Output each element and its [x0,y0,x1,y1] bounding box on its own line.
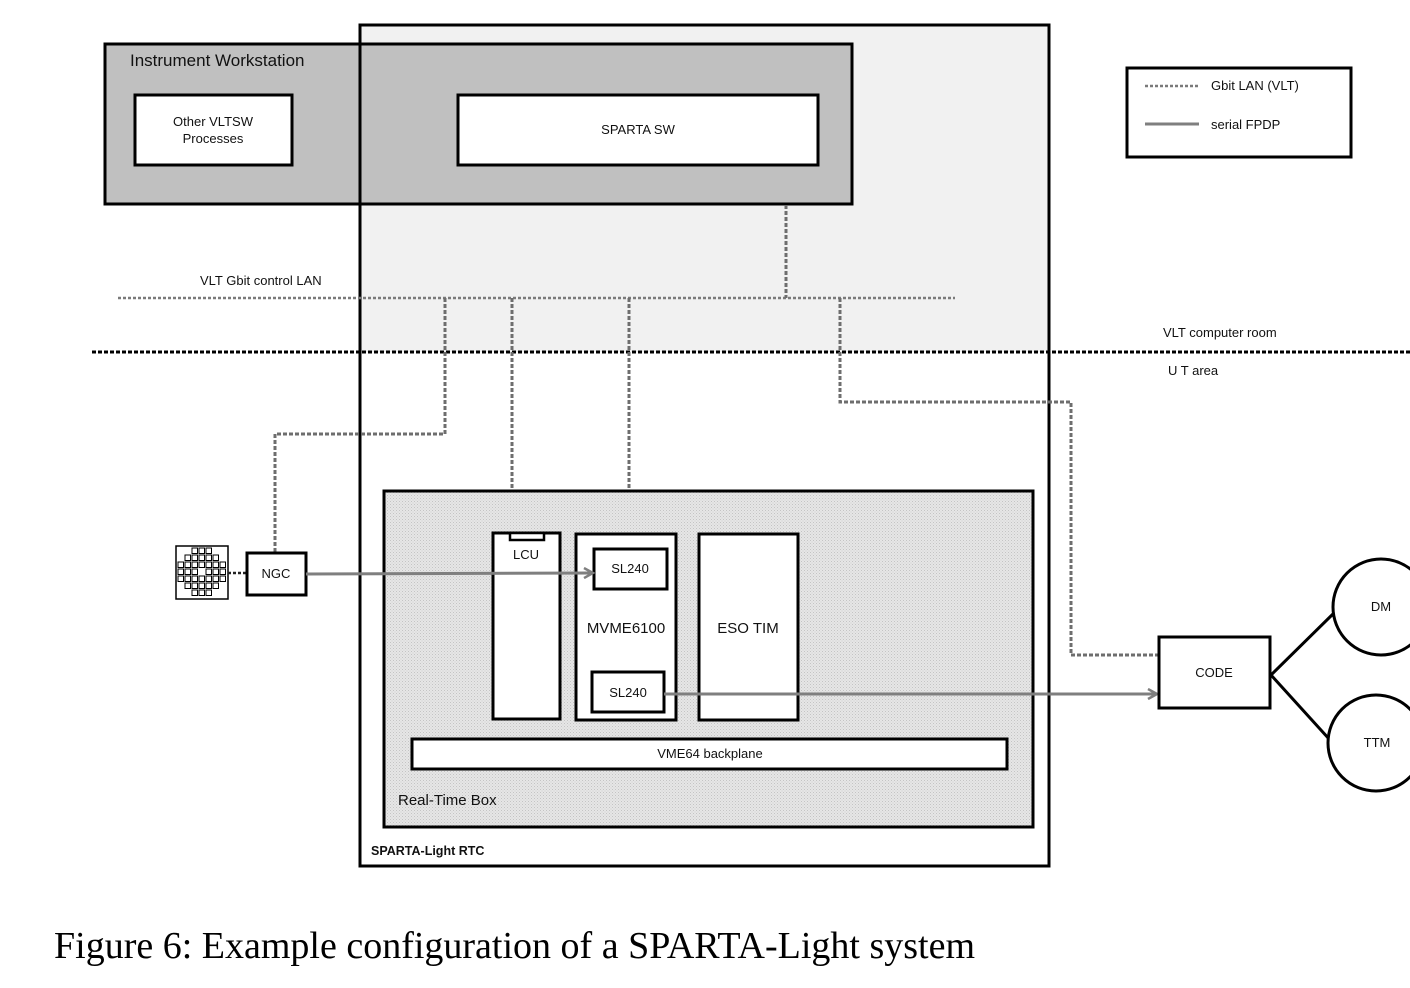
detector-pixel [205,582,212,589]
detector-pixel [184,554,191,561]
lan-link-ngc [273,298,447,552]
dm-label: DM [1371,599,1391,614]
detector-pixel [191,547,198,554]
detector-pixel [198,582,205,589]
dm-circle: DM [1331,557,1410,657]
code-dm-link [1269,610,1337,677]
detector-pixel [212,561,219,568]
other-processes-line2: Processes [183,131,244,146]
legend: Gbit LAN (VLT) serial FPDP [1125,66,1353,159]
control-lan-label: VLT Gbit control LAN [200,273,322,288]
detector-pixel [184,575,191,582]
detector-pixel [184,561,191,568]
vme64-backplane: VME64 backplane [410,737,1009,771]
legend-label-serial-fpdp: serial FPDP [1211,117,1280,132]
computer-room-label: VLT computer room [1163,325,1277,340]
eso-tim-label: ESO TIM [717,620,778,637]
detector-pixel [205,561,212,568]
detector-pixel [212,582,219,589]
detector-pixel [219,568,226,575]
backplane-label: VME64 backplane [657,746,763,761]
detector-pixel [205,547,212,554]
detector-pixel [212,554,219,561]
lan-link-code [838,298,1158,657]
detector-pixel [184,568,191,575]
fpdp-link-ngc-sl240 [305,573,593,574]
sparta-sw-box [456,93,820,167]
detector-pixel [205,554,212,561]
detector-pixel [198,561,205,568]
real-time-box-label: Real-Time Box [398,792,497,809]
detector-pixel [205,575,212,582]
detector-pixel [198,547,205,554]
sparta-sw-label: SPARTA SW [601,122,675,137]
detector-pixel [191,568,198,575]
detector-pixel [191,582,198,589]
ngc-box: NGC [245,551,308,597]
detector-pixel [212,568,219,575]
detector-pixel [205,568,212,575]
detector-pixel [198,589,205,596]
code-box: CODE [1157,635,1272,710]
other-processes-line1: Other VLTSW [173,114,254,129]
ut-area-label: U T area [1168,363,1219,378]
ngc-label: NGC [262,566,291,581]
lcu-label: LCU [513,547,539,562]
legend-label-gbit-lan: Gbit LAN (VLT) [1211,78,1299,93]
ttm-label: TTM [1364,735,1391,750]
detector-pixel [191,575,198,582]
detector-pixel [191,561,198,568]
mvme6100-label: MVME6100 [587,620,665,637]
figure-caption: Figure 6: Example configuration of a SPA… [54,925,975,967]
detector-pixel [198,575,205,582]
detector-pixel [184,582,191,589]
detector-pixel [212,575,219,582]
detector-pixel [198,554,205,561]
eso-tim-board: ESO TIM [697,532,800,722]
detector-grid-icon [175,545,229,600]
detector-pixel [177,575,184,582]
workstation-title: Instrument Workstation [130,51,304,70]
detector-pixel [191,554,198,561]
ttm-circle: TTM [1326,693,1410,793]
code-label: CODE [1195,665,1233,680]
rtc-title: SPARTA-Light RTC [371,844,484,858]
detector-pixel [177,561,184,568]
sl240-top-label: SL240 [611,561,649,576]
detector-pixel [219,575,226,582]
other-vltsw-processes-box [133,93,294,167]
instrument-workstation: Instrument Workstation Other VLTSW Proce… [103,42,854,206]
lcu-network-port [508,531,546,542]
detector-pixel [219,561,226,568]
detector-pixel [177,568,184,575]
mvme6100-board: SL240 MVME6100 SL240 [574,532,678,722]
lcu-board: LCU [491,531,562,721]
code-ttm-link [1269,673,1332,742]
detector-pixel [205,589,212,596]
detector-pixel [191,589,198,596]
sl240-bottom-label: SL240 [609,685,647,700]
sl240-bottom-card [590,670,666,714]
